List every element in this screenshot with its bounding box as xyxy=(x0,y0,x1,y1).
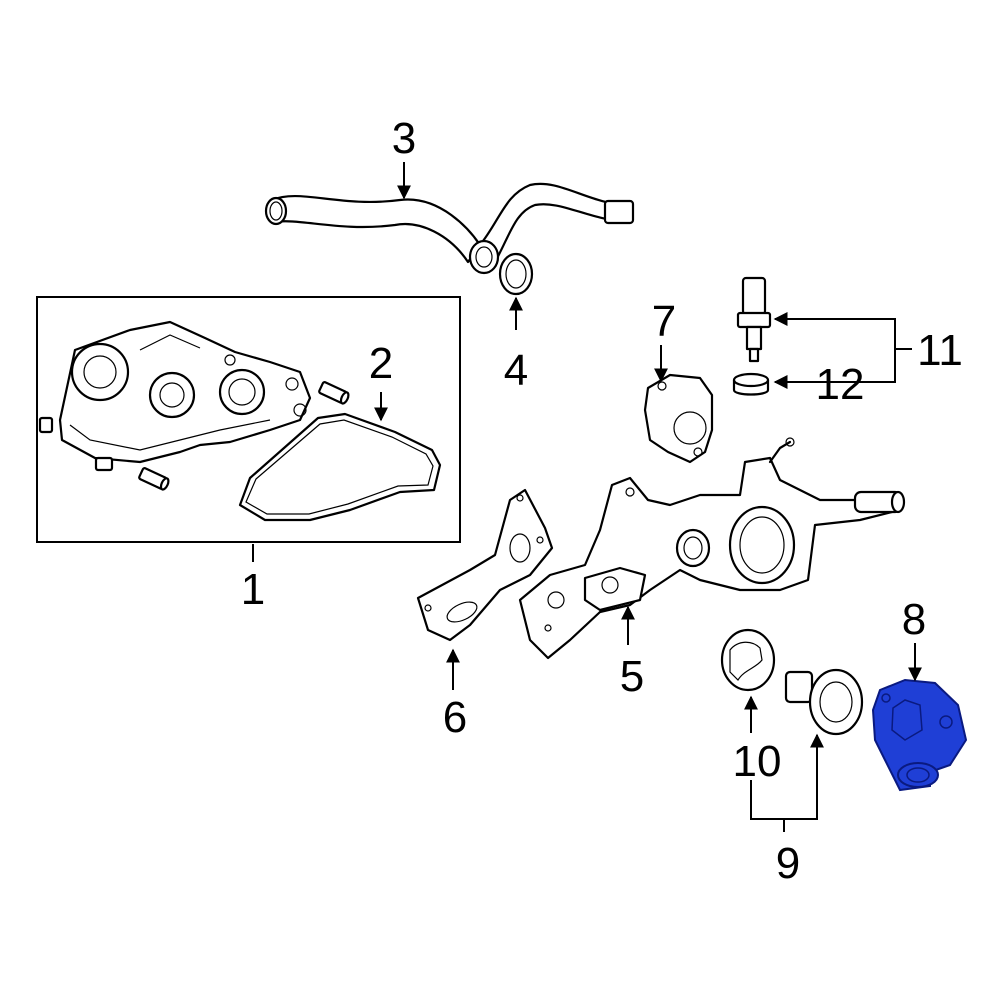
callout-7: 7 xyxy=(652,297,676,346)
callout-10: 10 xyxy=(733,737,782,786)
part-12-washer[interactable] xyxy=(732,372,770,396)
callout-2: 2 xyxy=(369,339,393,388)
part-6-gasket-plate[interactable] xyxy=(416,488,554,642)
part-9-thermostat[interactable] xyxy=(784,668,864,736)
part-5-thermostat-housing[interactable] xyxy=(518,437,906,660)
callout-5: 5 xyxy=(620,652,644,701)
leader-lines xyxy=(252,162,922,832)
part-11-temperature-sensor[interactable] xyxy=(736,276,772,363)
part-4-o-ring[interactable] xyxy=(498,252,534,296)
part-8-thermostat-cover[interactable] xyxy=(871,678,968,792)
callout-3: 3 xyxy=(392,114,416,163)
part-7-gasket[interactable] xyxy=(643,373,714,464)
callout-4: 4 xyxy=(504,346,528,395)
callout-8: 8 xyxy=(902,595,926,644)
callout-labels: 3 4 2 1 7 11 12 6 5 8 10 9 xyxy=(241,114,963,888)
part-1-kit-box xyxy=(36,296,461,543)
callout-9: 9 xyxy=(776,839,800,888)
callout-6: 6 xyxy=(443,693,467,742)
callout-12: 12 xyxy=(816,360,865,409)
callout-11: 11 xyxy=(917,326,963,375)
callout-1: 1 xyxy=(241,565,265,614)
part-1-dowel-pins[interactable] xyxy=(138,381,350,491)
part-2-gasket[interactable] xyxy=(238,412,442,522)
part-3-coolant-hose[interactable] xyxy=(264,182,635,275)
part-10-thermostat-seal[interactable] xyxy=(720,628,776,692)
part-1-water-pump[interactable] xyxy=(38,320,312,472)
